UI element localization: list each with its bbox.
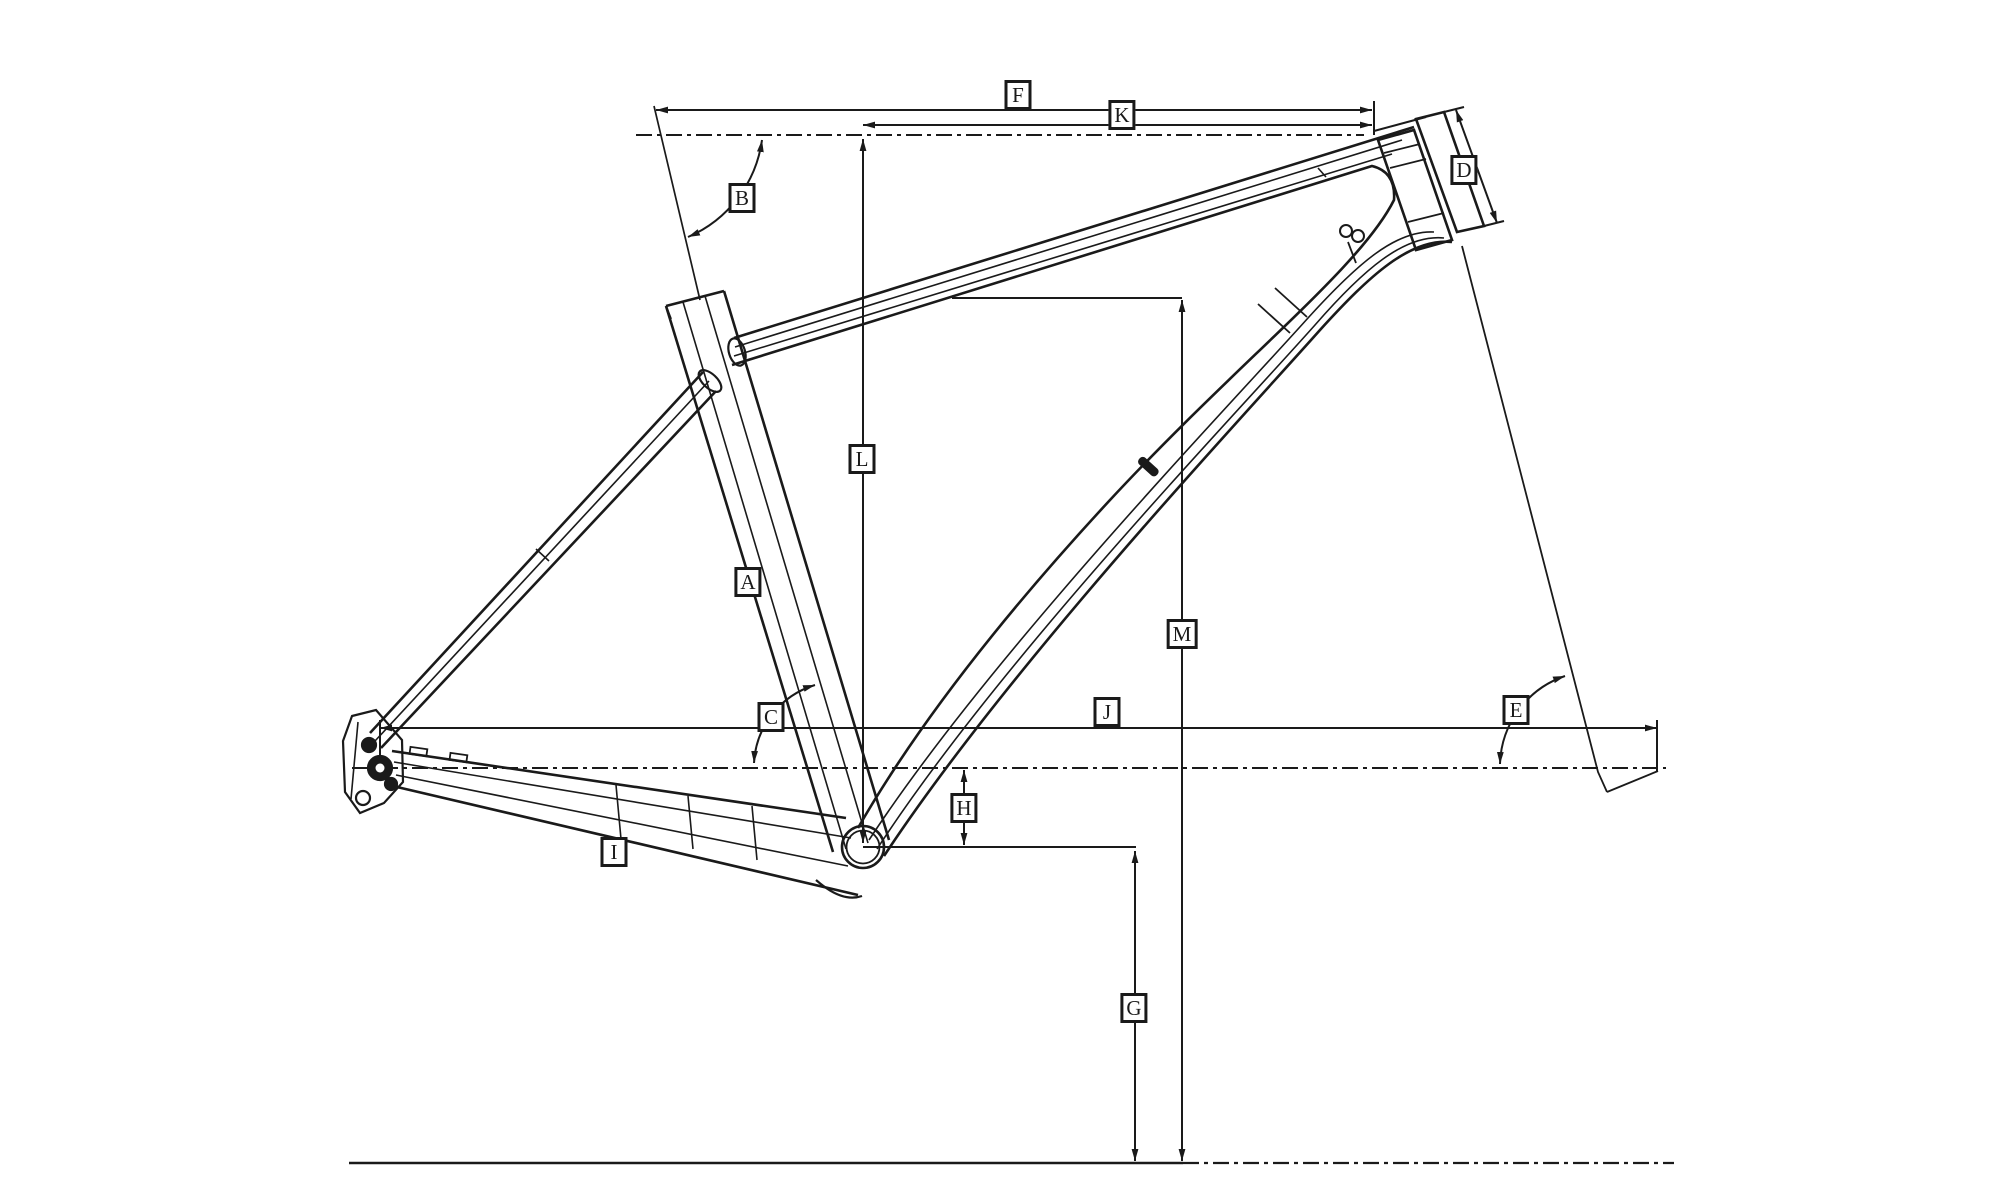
dim-label-a: A (734, 567, 762, 597)
chainstay-break-line-1 (615, 784, 622, 840)
chainstay-boss-1 (408, 745, 429, 758)
dim-label-k: K (1108, 100, 1136, 130)
dim-label-g: G (1120, 993, 1148, 1023)
chainstay-break-line-2 (687, 795, 694, 850)
dim-label-c: C (757, 702, 785, 732)
steering-axis-line (1461, 245, 1608, 793)
frame-tubes (341, 110, 1486, 899)
chainstay (391, 745, 863, 899)
down-tube (868, 224, 1453, 857)
hanger-bolt-upper (360, 736, 378, 754)
dim-label-f: F (1004, 80, 1032, 110)
head-tube (1376, 110, 1486, 252)
dim-label-l: L (848, 444, 876, 474)
dim-label-e: E (1502, 695, 1530, 725)
fork-offset-line (1606, 770, 1659, 793)
cable-port (1138, 456, 1159, 477)
dim-label-d: D (1450, 155, 1478, 185)
rear-dropout (341, 708, 405, 815)
down-tube-break-line-1 (1257, 303, 1291, 334)
d-extension-tick-top (1443, 106, 1465, 113)
d-extension-tick-bottom (1483, 220, 1505, 227)
hanger-eyelet (354, 789, 372, 807)
top-tube (727, 125, 1415, 829)
seat-axis-extension (653, 105, 701, 301)
top-tube-end-cap (727, 337, 747, 367)
seatpost-clamp-notch (665, 305, 672, 320)
bb-shell-bottom (815, 879, 863, 899)
top-tube-weld-tick (1317, 167, 1327, 178)
seatstay (369, 369, 723, 749)
bottle-boss-screw-1 (1339, 224, 1353, 238)
down-tube-break-line-2 (1274, 287, 1308, 318)
dimension-lines (349, 101, 1674, 1165)
seatstay-break-line (535, 548, 550, 562)
dim-label-b: B (728, 183, 756, 213)
bottle-boss-stem (1347, 241, 1357, 264)
dim-label-i: I (600, 837, 628, 867)
dim-label-j: J (1093, 697, 1121, 727)
seatstay-end-cap (697, 369, 723, 393)
dim-label-h: H (950, 793, 978, 823)
bottle-boss-screw-2 (1351, 229, 1365, 243)
bottom-bracket (840, 824, 886, 870)
dim-label-m: M (1166, 619, 1198, 649)
hanger-bolt-lower (383, 776, 399, 792)
chainstay-boss-2 (448, 751, 469, 764)
chainstay-break-line-3 (751, 805, 758, 861)
